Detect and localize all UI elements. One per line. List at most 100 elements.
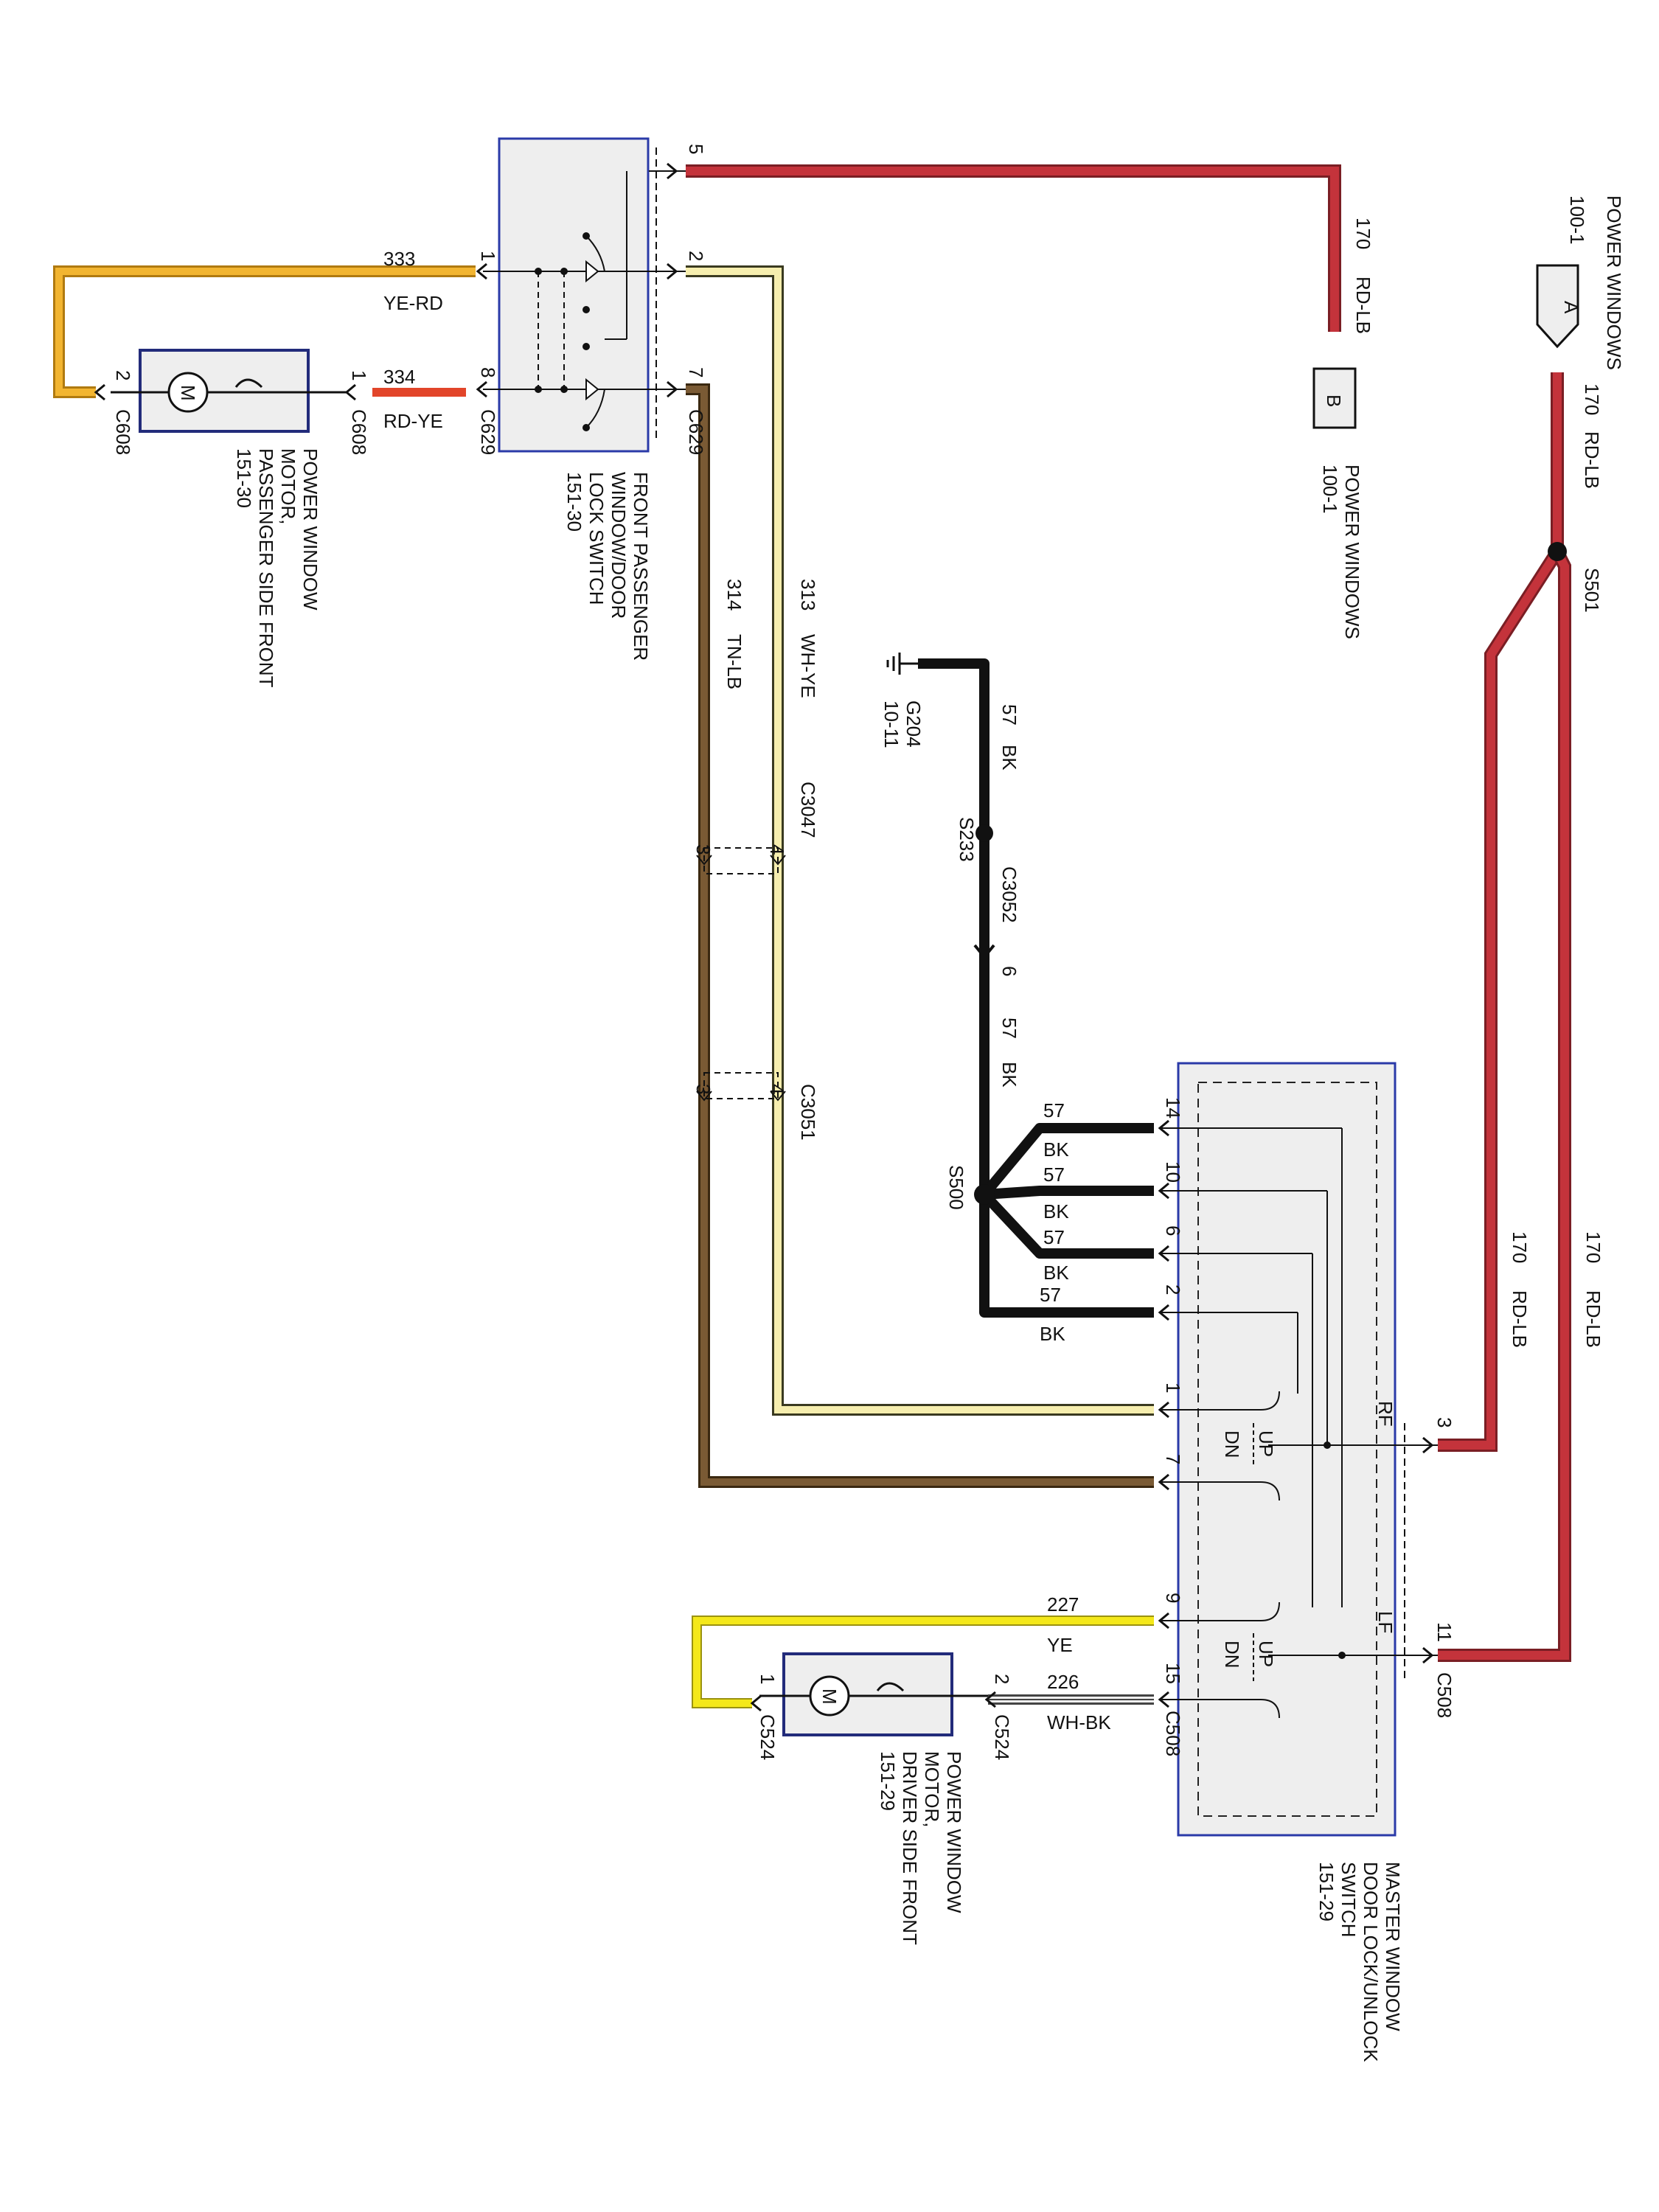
wire-333-color: YE-RD: [383, 292, 443, 314]
passenger-switch-internal: [483, 147, 686, 442]
ms-dn-2: DN: [1221, 1641, 1243, 1669]
master-switch-box: [1177, 1062, 1397, 1837]
wire-227: [692, 1615, 1154, 1708]
wire-57-num-mid: 57: [998, 1018, 1020, 1039]
wire-57-a-num: 57: [1043, 1099, 1065, 1121]
wire-333-num: 333: [383, 248, 415, 270]
master-switch-internal: [1161, 1127, 1438, 1719]
wire-170-right: [1438, 372, 1571, 1662]
wire-314: [686, 383, 1154, 1488]
dm-pin-2: 2: [991, 1674, 1013, 1684]
ms-lf: LF: [1374, 1611, 1397, 1633]
power-windows-ref-b: 100-1: [1319, 465, 1341, 514]
wire-170-top: [686, 164, 1341, 332]
pm-line2: MOTOR,: [277, 448, 299, 525]
fp-pin-8: 8: [477, 367, 499, 378]
c508-right: C508: [1433, 1672, 1455, 1718]
s501-label: S501: [1581, 568, 1603, 613]
fp-pin-5: 5: [685, 144, 707, 154]
wire-313-num: 313: [797, 579, 819, 611]
ms-pin-3: 3: [1433, 1417, 1455, 1427]
wire-57-d-color: BK: [1040, 1323, 1065, 1345]
fp-switch-line2: WINDOW/DOOR: [608, 472, 630, 619]
ms-pin-14: 14: [1162, 1097, 1184, 1119]
connector-b-shape: [1312, 367, 1357, 429]
pm-motor-symbol: M: [177, 385, 199, 401]
dm-pin-1: 1: [757, 1674, 779, 1684]
fp-pin-7: 7: [685, 367, 707, 378]
wire-57-color-mid: BK: [998, 1062, 1020, 1088]
wire-170-color-d: RD-LB: [1582, 1290, 1604, 1348]
fp-switch-line3: LOCK SWITCH: [585, 472, 608, 605]
ms-up-2: UP: [1255, 1641, 1277, 1667]
wire-314-num: 314: [723, 579, 745, 611]
pm-pin-2: 2: [112, 370, 134, 380]
s501-splice: [1548, 542, 1567, 561]
wire-227-num: 227: [1047, 1593, 1079, 1615]
ms-line2: DOOR LOCK/UNLOCK: [1360, 1862, 1382, 2062]
wire-313-color: WH-YE: [797, 634, 819, 698]
connector-a-label: A: [1560, 301, 1582, 314]
ms-dn-1: DN: [1221, 1430, 1243, 1458]
c3047-label: C3047: [797, 782, 819, 838]
wire-170-num-d: 170: [1582, 1231, 1604, 1263]
connector-a-shape: [1536, 264, 1579, 349]
c3047-connector: [696, 847, 786, 874]
c3051-pin3: 3: [692, 1084, 714, 1094]
ms-pin-1: 1: [1162, 1382, 1184, 1393]
dm-line4: 151-29: [877, 1751, 899, 1811]
pm-pin-1: 1: [348, 370, 370, 380]
pm-line1: POWER WINDOW: [299, 448, 321, 611]
ms-pin-11: 11: [1433, 1622, 1455, 1642]
dm-motor-symbol: M: [818, 1688, 841, 1705]
connector-marks: [94, 162, 1434, 1712]
wire-170-color-b: RD-LB: [1352, 276, 1374, 334]
fp-pin-1: 1: [477, 251, 499, 261]
front-passenger-switch-box: [498, 137, 650, 453]
wire-333: [53, 265, 476, 398]
wire-227-color: YE: [1047, 1634, 1073, 1656]
ms-pin-9: 9: [1162, 1593, 1184, 1603]
wire-334-num: 334: [383, 366, 415, 388]
passenger-motor-internal: [111, 372, 347, 413]
wire-57-color-top: BK: [998, 745, 1020, 771]
wire-57-c-color: BK: [1043, 1262, 1069, 1284]
fp-pin-2: 2: [685, 251, 707, 261]
wire-170-num-c: 170: [1509, 1231, 1531, 1263]
c3051-label: C3051: [797, 1084, 819, 1141]
ms-up-1: UP: [1255, 1430, 1277, 1457]
g204-label: G204: [902, 700, 925, 748]
pm-line3: PASSENGER SIDE FRONT: [255, 448, 277, 688]
c3047-pin3: 3: [692, 844, 714, 855]
ms-line4: 151-29: [1315, 1862, 1338, 1921]
fp-switch-line4: 151-30: [563, 472, 585, 532]
dm-line3: DRIVER SIDE FRONT: [899, 1751, 921, 1945]
c3051-connector: [696, 1072, 786, 1102]
c3051-pin4: 4: [766, 1084, 788, 1094]
c3052-pin: 6: [998, 966, 1020, 976]
wire-57-b-num: 57: [1043, 1164, 1065, 1186]
ms-line3: SWITCH: [1338, 1862, 1360, 1938]
ms-pin-2: 2: [1162, 1284, 1184, 1295]
c524-left: C524: [757, 1714, 779, 1760]
c524-right: C524: [991, 1714, 1013, 1760]
connector-b-label: B: [1323, 394, 1345, 407]
s233-splice: [975, 824, 993, 842]
pm-line4: 151-30: [233, 448, 255, 508]
ms-line1: MASTER WINDOW: [1382, 1862, 1404, 2031]
c3052-label: C3052: [998, 866, 1020, 923]
driver-motor-box: [782, 1652, 953, 1736]
ms-rf: RF: [1374, 1401, 1397, 1427]
wire-57-a-color: BK: [1043, 1138, 1069, 1161]
c608-right: C608: [348, 409, 370, 455]
wire-57-c-num: 57: [1043, 1226, 1065, 1248]
ground-symbol: [886, 653, 918, 675]
ms-pin-6: 6: [1162, 1225, 1184, 1236]
ms-pin-15: 15: [1162, 1663, 1184, 1684]
fp-switch-line1: FRONT PASSENGER: [630, 472, 652, 661]
wire-226-color: WH-BK: [1047, 1711, 1111, 1733]
dm-line2: MOTOR,: [921, 1751, 943, 1828]
ms-pin-7: 7: [1162, 1454, 1184, 1464]
c3052-connector: [973, 944, 995, 960]
